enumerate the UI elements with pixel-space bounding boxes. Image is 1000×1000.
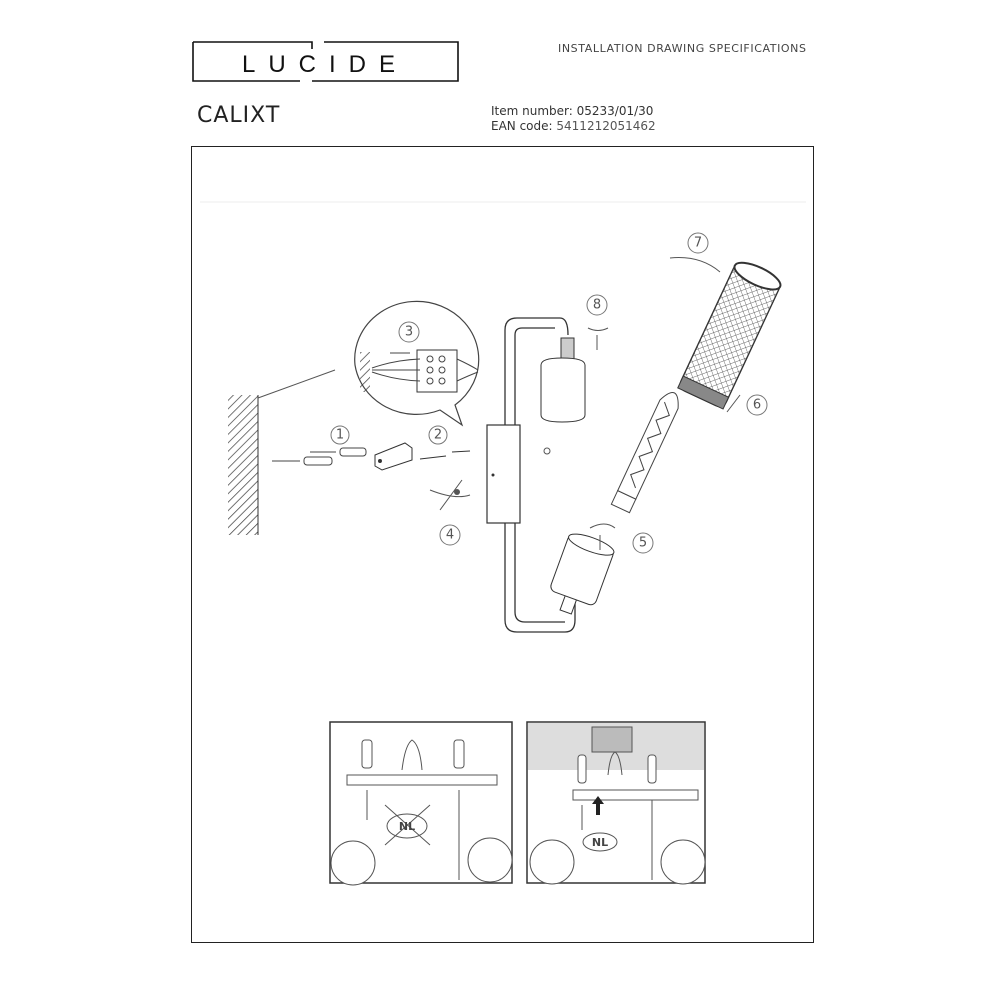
mesh-shade bbox=[677, 261, 782, 410]
wall-plugs bbox=[272, 447, 367, 466]
lucide-logo: LUCIDE bbox=[192, 41, 459, 82]
lamp-frame bbox=[504, 317, 576, 633]
mounting-panel-incorrect: NL bbox=[329, 721, 513, 886]
mounting-bracket bbox=[374, 442, 471, 471]
wiring-callout bbox=[354, 300, 480, 427]
step-7: 7 bbox=[694, 236, 702, 251]
step-4: 4 bbox=[446, 528, 454, 543]
item-number: Item number: 05233/01/30 bbox=[491, 104, 654, 118]
filament-bulb bbox=[610, 392, 679, 514]
panel-1-label: NL bbox=[399, 820, 415, 833]
step-6: 6 bbox=[753, 398, 761, 413]
step-1: 1 bbox=[336, 428, 344, 443]
upper-lamp-holder bbox=[540, 337, 586, 423]
ean-code: EAN code: 5411212051462 bbox=[491, 119, 656, 133]
wall-hatch bbox=[228, 369, 336, 535]
drawing-frame bbox=[191, 146, 814, 943]
mounting-panel-correct: NL bbox=[526, 721, 706, 885]
step-labels bbox=[330, 232, 768, 554]
spec-title: INSTALLATION DRAWING SPECIFICATIONS bbox=[558, 42, 807, 55]
step-2: 2 bbox=[434, 428, 442, 443]
svg-text:LUCIDE: LUCIDE bbox=[242, 51, 408, 78]
panel-2-label: NL bbox=[592, 836, 608, 849]
step-3: 3 bbox=[405, 325, 413, 340]
item-info: Item number: 05233/01/30 EAN code: 54112… bbox=[491, 104, 656, 134]
step-8: 8 bbox=[593, 298, 601, 313]
product-name: CALIXT bbox=[197, 103, 281, 128]
step-5: 5 bbox=[639, 536, 647, 551]
lower-lamp-shade bbox=[550, 533, 615, 615]
